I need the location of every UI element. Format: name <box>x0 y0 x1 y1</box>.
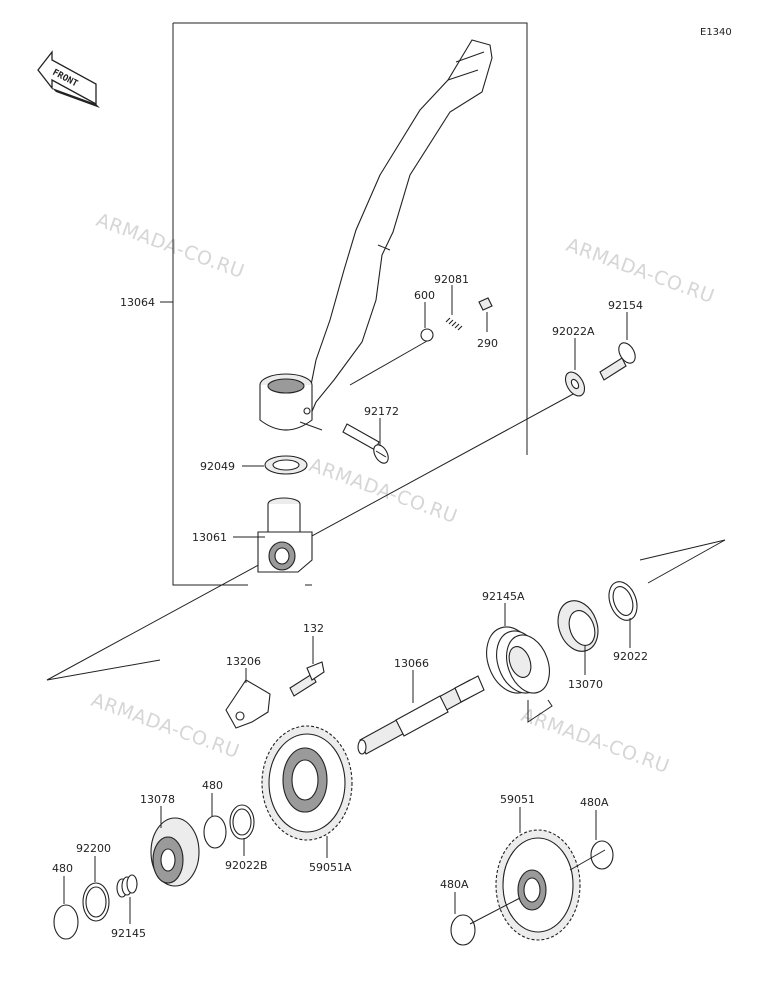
label-13078: 13078 <box>140 793 175 806</box>
watermark-5: ARMADA-CO.RU <box>518 704 672 778</box>
label-480-lower: 480 <box>52 862 73 875</box>
label-480-upper: 480 <box>202 779 223 792</box>
label-290: 290 <box>477 337 498 350</box>
kick-pedal-lever <box>259 39 493 431</box>
label-13061: 13061 <box>192 531 227 544</box>
label-92145A: 92145A <box>482 590 525 603</box>
label-13206: 13206 <box>226 655 261 668</box>
label-92022A: 92022A <box>552 325 595 338</box>
label-480A-lower: 480A <box>440 878 469 891</box>
gear-59051A <box>261 725 353 841</box>
label-92145: 92145 <box>111 927 146 940</box>
assembly-frame <box>160 22 528 586</box>
label-132: 132 <box>303 622 324 635</box>
watermark-4: ARMADA-CO.RU <box>88 689 242 763</box>
label-13066: 13066 <box>394 657 429 670</box>
label-92200: 92200 <box>76 842 111 855</box>
spring-92081 <box>445 317 463 331</box>
label-59051A: 59051A <box>309 861 352 874</box>
label-92049: 92049 <box>200 460 235 473</box>
circlip-480A-left <box>450 914 476 946</box>
label-92022: 92022 <box>613 650 648 663</box>
watermarks: ARMADA-CO.RU ARMADA-CO.RU ARMADA-CO.RU A… <box>88 209 717 778</box>
boss-13061 <box>257 497 313 573</box>
label-92022B: 92022B <box>225 859 268 872</box>
kick-shaft-13066 <box>357 675 485 755</box>
watermark-1: ARMADA-CO.RU <box>93 209 247 283</box>
label-600: 600 <box>414 289 435 302</box>
washer-92022A <box>564 371 586 397</box>
seal-92049 <box>264 455 308 475</box>
reference-lines <box>46 392 726 681</box>
leader-lines <box>63 285 631 924</box>
small-detent-parts <box>349 297 493 386</box>
circlip-480-lower <box>53 904 79 940</box>
watermark-2: ARMADA-CO.RU <box>563 234 717 308</box>
label-13064: 13064 <box>120 296 155 309</box>
diagram-code: E1340 <box>700 27 732 38</box>
washer-92200 <box>82 882 110 922</box>
circlip-480-upper <box>203 815 227 849</box>
bolt-92172 <box>342 423 389 464</box>
bolt-92154 <box>599 342 636 381</box>
collar-13070 <box>557 600 599 652</box>
stopper-13206 <box>225 679 271 729</box>
front-arrow-icon: FRONT <box>37 50 100 108</box>
part-labels: 13064 92081 600 290 92154 92022A 92172 9… <box>52 273 648 940</box>
watermark-3: ARMADA-CO.RU <box>306 454 460 528</box>
gear-59051 <box>495 829 581 941</box>
spring-92145A <box>486 626 553 723</box>
circlip-480A-right <box>590 840 614 870</box>
washer-92022 <box>608 581 638 621</box>
label-92172: 92172 <box>364 405 399 418</box>
washer-92022B <box>229 804 255 840</box>
label-92154: 92154 <box>608 299 643 312</box>
ratchet-13078 <box>150 817 200 887</box>
label-13070: 13070 <box>568 678 603 691</box>
lower-axis-lines <box>469 849 606 925</box>
bolt-132 <box>289 661 325 697</box>
label-92081: 92081 <box>434 273 469 286</box>
label-480A-upper: 480A <box>580 796 609 809</box>
spring-92145 <box>116 874 138 898</box>
label-59051: 59051 <box>500 793 535 806</box>
